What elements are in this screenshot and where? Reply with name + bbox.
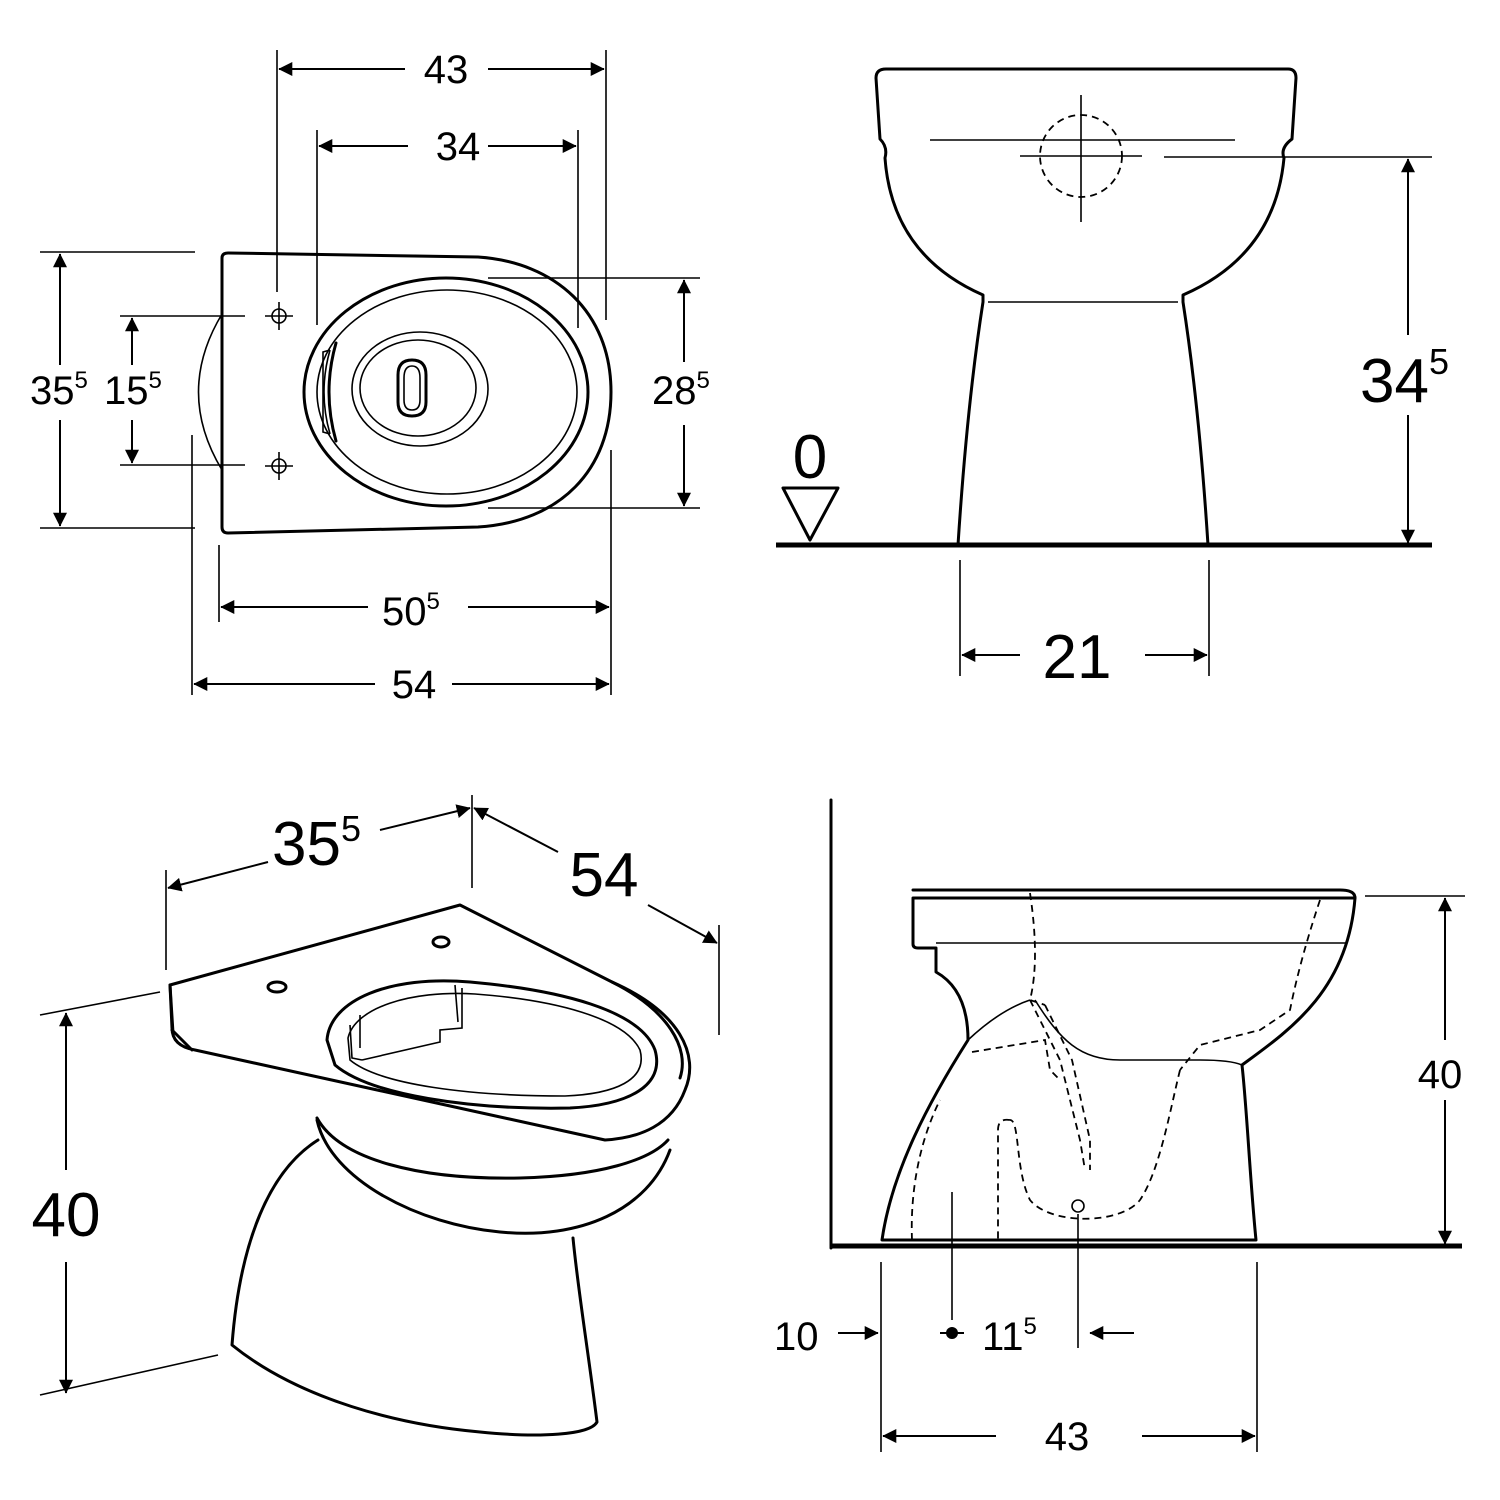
- seat-ring-outer: [302, 276, 590, 508]
- dim-outlet-distance: 115: [982, 1313, 1037, 1359]
- dim-length-inner: 505: [382, 588, 440, 634]
- floor-level-label: 0: [793, 423, 827, 492]
- dim-width-outer: 43: [424, 48, 469, 92]
- dim-inlet-height: 345: [1360, 341, 1449, 416]
- dim-depth-total: 355: [30, 367, 88, 413]
- iso-fixing-hole-1: [431, 935, 451, 949]
- outlet-center-icon: [1071, 1199, 1085, 1213]
- top-view-outline: [220, 251, 613, 535]
- top-view-rear-edge: [197, 313, 223, 471]
- top-view: 43 34 355 155 285 505 54: [30, 48, 710, 707]
- iso-pedestal: [230, 1138, 599, 1437]
- dim-foot-length: 43: [1045, 1415, 1090, 1459]
- dim-width-inner: 34: [436, 125, 481, 169]
- seat-ring-inner: [316, 289, 578, 495]
- dim-base-width: 21: [1043, 623, 1112, 692]
- iso-fixing-hole-2: [266, 980, 288, 994]
- dim-iso-width: 355: [272, 808, 361, 879]
- dim-bowl-depth: 285: [652, 367, 710, 413]
- dim-iso-length: 54: [570, 841, 639, 910]
- fixing-hole-top-icon: [265, 302, 293, 330]
- dim-length-total: 54: [392, 663, 437, 707]
- dim-wall-offset: 10: [774, 1315, 819, 1359]
- bowl-opening: [351, 331, 489, 447]
- drain-outlet: [396, 358, 428, 418]
- flush-rim: [327, 341, 338, 443]
- iso-view: 355 54 40: [32, 795, 720, 1437]
- iso-seat-plate: [168, 903, 692, 1142]
- front-view: 0 345 21: [776, 67, 1449, 692]
- fixing-hole-bottom-icon: [265, 452, 293, 480]
- iso-bowl-body: [315, 1118, 672, 1235]
- bowl-inner: [359, 339, 477, 437]
- dim-side-height: 40: [1418, 1053, 1463, 1097]
- floor-level-symbol: [781, 486, 840, 542]
- side-view: 40 10 115 43: [774, 798, 1465, 1459]
- dim-hole-spacing: 155: [104, 367, 162, 413]
- front-bowl-outline: [874, 67, 1298, 547]
- side-bowl-outline: [880, 896, 1357, 1242]
- dim-iso-height: 40: [32, 1181, 101, 1250]
- iso-bowl-opening: [325, 979, 659, 1110]
